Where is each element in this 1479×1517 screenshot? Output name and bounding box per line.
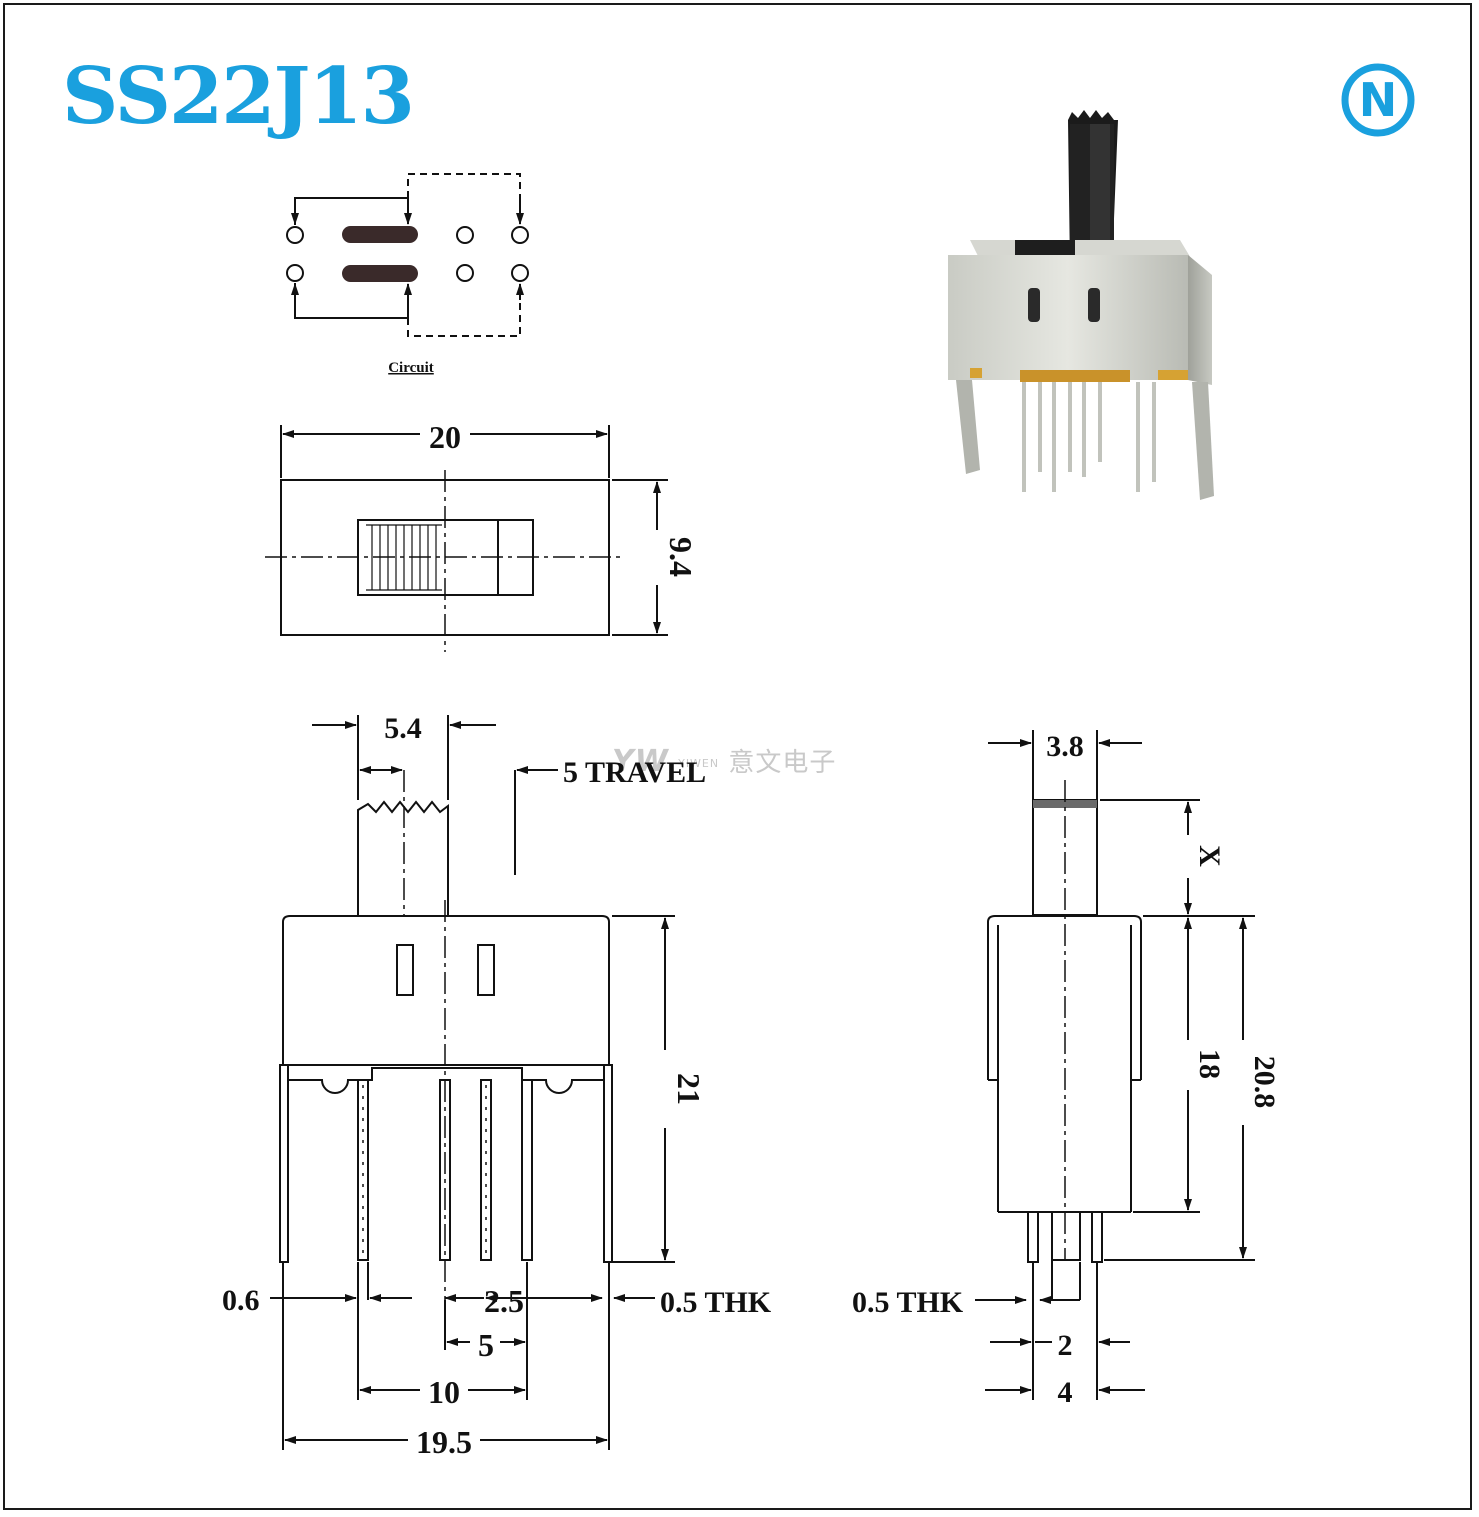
watermark: YW YIWEN 意文电子 <box>612 742 836 779</box>
badge-letter: N <box>1359 73 1398 127</box>
pin-width-label: 0.6 <box>222 1284 260 1317</box>
watermark-text: 意文电子 <box>728 748 837 778</box>
circuit-caption: Circuit <box>388 360 434 376</box>
pin-group-label: 5 <box>478 1327 494 1363</box>
inner-span-label: 10 <box>428 1374 460 1410</box>
watermark-logo: YW <box>612 744 669 779</box>
watermark-small-text: YIWEN <box>678 757 720 770</box>
circuit-diagram: Circuit <box>286 173 529 376</box>
page-frame <box>3 3 1472 1510</box>
travel-label: 5 TRAVEL <box>563 756 706 789</box>
page-title: SS22J13 <box>62 51 415 142</box>
front-thickness-label: 0.5 THK <box>660 1286 772 1319</box>
top-height-label: 9.4 <box>663 537 699 577</box>
actuator-height-label: X <box>1193 845 1226 867</box>
pin-span-label: 4 <box>1058 1376 1073 1409</box>
front-height-label: 21 <box>671 1073 707 1105</box>
side-view: 3.8 X 18 20.8 0.5 THK 2 4 <box>852 730 1281 1409</box>
total-height-label: 20.8 <box>1248 1056 1281 1109</box>
slide-switch-photo <box>948 110 1214 500</box>
side-actuator-width-label: 3.8 <box>1046 730 1084 763</box>
outer-span-label: 19.5 <box>416 1424 472 1460</box>
actuator-width-label: 5.4 <box>384 712 422 745</box>
n-logo-icon: N <box>1341 63 1415 137</box>
pin-spacing-label: 2 <box>1058 1329 1073 1362</box>
body-height-label: 18 <box>1193 1049 1226 1079</box>
front-view: 5.4 5 TRAVEL 21 0.6 2.5 0.5 THK <box>222 712 772 1460</box>
top-width-label: 20 <box>429 419 461 455</box>
top-view: 20 9.4 <box>265 419 699 652</box>
pin-pitch-label: 2.5 <box>484 1283 524 1319</box>
side-thickness-label: 0.5 THK <box>852 1286 964 1319</box>
